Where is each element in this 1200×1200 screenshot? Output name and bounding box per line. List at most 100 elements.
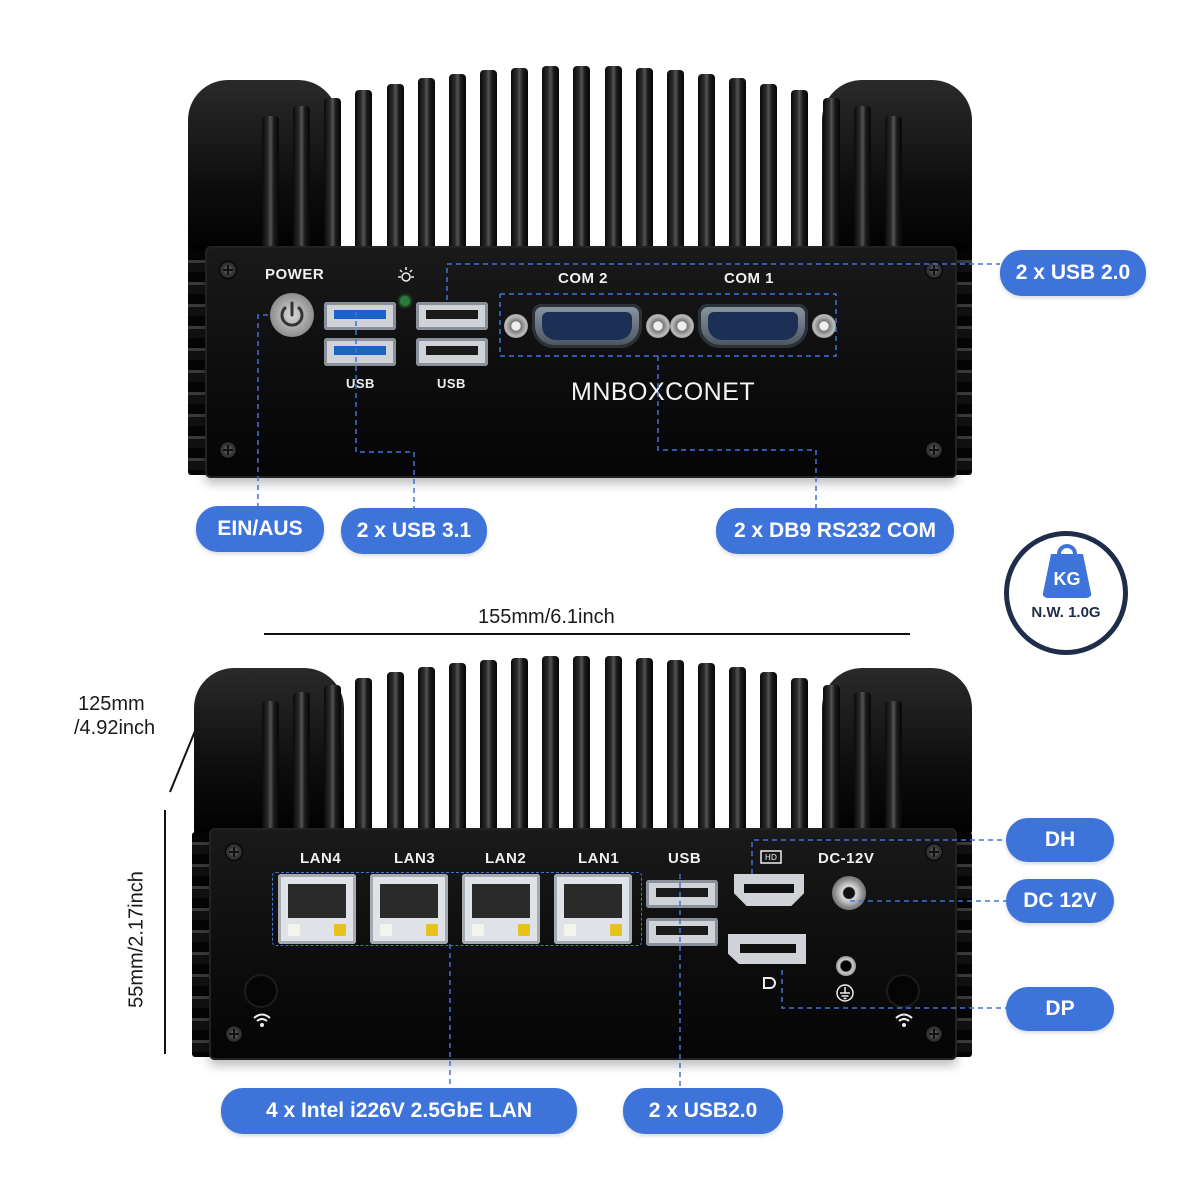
usb3-label: USB: [346, 376, 375, 391]
screw-icon: [226, 1026, 242, 1042]
top-device-fins: [262, 66, 902, 266]
heatsink-fin: [853, 106, 871, 266]
bottom-device-fins: [262, 656, 902, 836]
bottom-device-front-panel: [209, 828, 957, 1060]
depth-dimension-line1: 125mm: [78, 693, 145, 715]
displayport-logo-icon: [763, 977, 776, 989]
usb2-port-lower[interactable]: [416, 338, 488, 366]
usb3-port-upper[interactable]: [324, 302, 396, 330]
lan3-port[interactable]: [370, 874, 448, 944]
lan2-label: LAN2: [485, 850, 527, 867]
hdmi-port[interactable]: [734, 874, 804, 906]
screw-icon: [226, 844, 242, 860]
lan-ports-group: [272, 872, 642, 946]
width-dimension-line: [264, 633, 910, 635]
callout-dc: DC 12V: [1006, 879, 1114, 923]
heatsink-fin: [791, 678, 809, 836]
usb3-port-lower[interactable]: [324, 338, 396, 366]
heatsink-fin: [324, 98, 342, 266]
heatsink-fin: [542, 656, 560, 836]
depth-dimension-line2: /4.92inch: [74, 717, 156, 739]
heatsink-fin: [355, 678, 373, 836]
led-light-icon: [398, 267, 414, 282]
usb2-label: USB: [437, 376, 466, 391]
heatsink-fin: [386, 672, 404, 836]
usb-port-lower[interactable]: [646, 918, 718, 946]
wifi-icon: [895, 1013, 913, 1027]
dc-power-jack[interactable]: [832, 876, 866, 910]
reset-hole[interactable]: [836, 956, 856, 976]
usb-port-upper[interactable]: [646, 880, 718, 908]
lan3-label: LAN3: [394, 850, 436, 867]
antenna-mount-right: [886, 974, 920, 1008]
dc-label: DC-12V: [818, 850, 875, 867]
screw-icon: [926, 844, 942, 860]
power-label: POWER: [265, 266, 325, 283]
com1-port[interactable]: [668, 298, 838, 354]
callout-dp: DP: [1006, 987, 1114, 1031]
heatsink-fin: [324, 685, 342, 836]
screw-icon: [926, 1026, 942, 1042]
weight-unit: KG: [1053, 568, 1081, 589]
callout-com: 2 x DB9 RS232 COM: [716, 508, 954, 554]
screw-icon: [220, 442, 236, 458]
heatsink-fin: [448, 663, 466, 836]
heatsink-fin: [417, 78, 435, 266]
heatsink-fin: [417, 667, 435, 836]
heatsink-fin: [822, 98, 840, 266]
heatsink-fin: [884, 701, 902, 836]
wifi-icon: [253, 1013, 271, 1027]
com2-port[interactable]: [502, 298, 672, 354]
heatsink-fin: [760, 84, 778, 266]
callout-usb20-bottom: 2 x USB2.0: [623, 1088, 783, 1134]
heatsink-fin: [573, 66, 591, 266]
com2-label: COM 2: [558, 270, 609, 287]
heatsink-fin: [479, 70, 497, 266]
heatsink-fin: [729, 667, 747, 836]
heatsink-fin: [511, 658, 529, 836]
heatsink-fin: [386, 84, 404, 266]
weight-handle-icon: [1057, 544, 1077, 558]
heatsink-fin: [293, 106, 311, 266]
ground-icon: [836, 984, 854, 1002]
lan4-label: LAN4: [300, 850, 342, 867]
heatsink-fin: [822, 685, 840, 836]
callout-power: EIN/AUS: [196, 506, 324, 552]
hdmi-logo-icon: HD: [760, 850, 782, 864]
weight-icon: KG: [1042, 554, 1092, 598]
com1-label: COM 1: [724, 270, 775, 287]
brand-logo: MNBOXCONET: [571, 378, 756, 406]
heatsink-fin: [573, 656, 591, 836]
usb2-port-upper[interactable]: [416, 302, 488, 330]
lan4-port[interactable]: [278, 874, 356, 944]
heatsink-fin: [666, 70, 684, 266]
heatsink-fin: [479, 660, 497, 836]
heatsink-fin: [604, 66, 622, 266]
power-button[interactable]: [270, 293, 314, 337]
heatsink-fin: [635, 68, 653, 266]
callout-lan: 4 x Intel i226V 2.5GbE LAN: [221, 1088, 577, 1134]
antenna-mount-left: [244, 974, 278, 1008]
status-led: [400, 296, 410, 306]
heatsink-fin: [604, 656, 622, 836]
heatsink-fin: [448, 74, 466, 266]
heatsink-fin: [697, 663, 715, 836]
usb-label: USB: [668, 850, 702, 867]
heatsink-fin: [293, 692, 311, 836]
top-device-side-ribs-left: [188, 250, 208, 475]
heatsink-fin: [542, 66, 560, 266]
bottom-device-side-ribs-right: [952, 832, 972, 1057]
callout-hdmi: DH: [1006, 818, 1114, 862]
callout-usb20-top: 2 x USB 2.0: [1000, 250, 1146, 296]
callout-usb31: 2 x USB 3.1: [341, 508, 487, 554]
lan1-port[interactable]: [554, 874, 632, 944]
heatsink-fin: [666, 660, 684, 836]
displayport-port[interactable]: [728, 934, 806, 964]
screw-icon: [220, 262, 236, 278]
heatsink-fin: [791, 90, 809, 266]
lan2-port[interactable]: [462, 874, 540, 944]
screw-icon: [926, 442, 942, 458]
svg-text:HD: HD: [765, 853, 777, 862]
heatsink-fin: [355, 90, 373, 266]
top-callout-lines: [257, 263, 1000, 512]
